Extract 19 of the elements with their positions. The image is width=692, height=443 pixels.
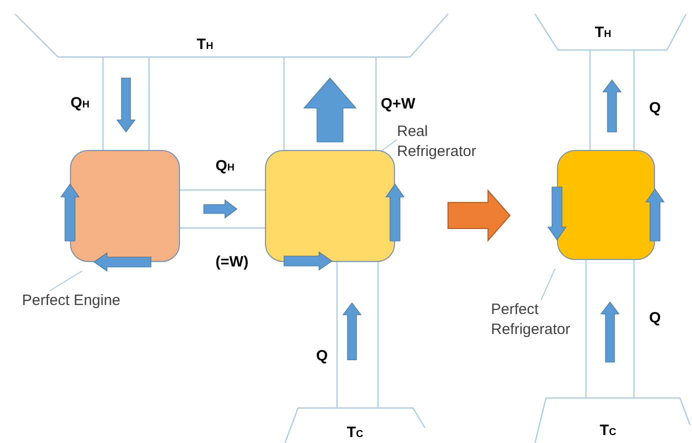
heat-flow-arrow [116, 78, 136, 132]
heat-flow-arrow [204, 199, 238, 219]
device-label: Perfect Refrigerator [491, 300, 591, 342]
heat-label: Q+W [380, 96, 416, 112]
leader-line [49, 270, 83, 292]
heat-flow-arrow [600, 301, 620, 362]
leader-line [540, 268, 556, 300]
device-label: Real Refrigerator [397, 122, 497, 166]
heat-flow-arrow [602, 80, 622, 132]
engine-box [265, 150, 395, 262]
leader-line [378, 139, 398, 153]
heat-label: Q [648, 100, 662, 116]
block-arrow [448, 189, 511, 242]
heat-label: Q [648, 310, 662, 326]
heat-flow-arrow [303, 78, 357, 142]
device-label: Perfect Engine [22, 291, 147, 311]
heat-label: Q [315, 348, 329, 364]
heat-flow-arrow [342, 302, 362, 360]
work-label: (=W) [214, 254, 250, 270]
